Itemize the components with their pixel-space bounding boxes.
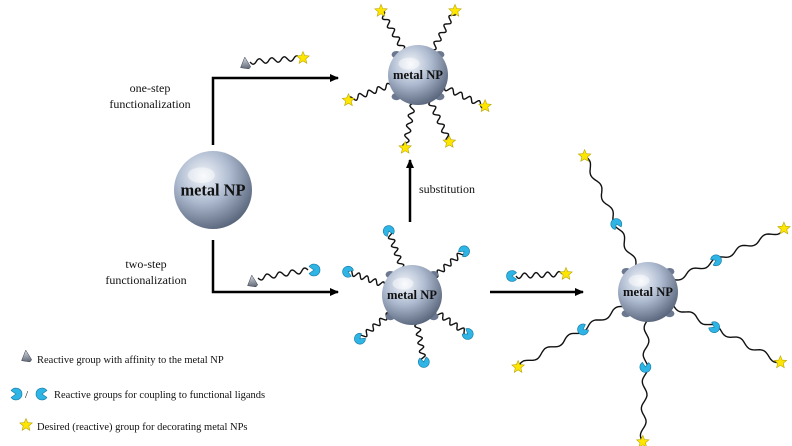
ligand-chain [517, 305, 623, 368]
ligand-chain [433, 251, 466, 278]
ligand-chain [387, 230, 405, 269]
two-step-label-line2: functionalization [105, 273, 186, 287]
legend-coupling-text: Reactive groups for coupling to function… [54, 390, 265, 401]
star-icon [773, 355, 788, 369]
coupling-group-icon [458, 245, 470, 258]
metal-nanoparticle: metal NP [618, 262, 678, 322]
free-ligand-chain [257, 267, 309, 281]
star-icon [398, 140, 413, 154]
ligands-layer [341, 3, 791, 446]
legend-affinity-text: Reactive group with affinity to the meta… [37, 355, 224, 366]
affinity-anchor-icon [21, 349, 32, 363]
metal-nanoparticle: metal NP [174, 151, 252, 229]
affinity-anchor-icon [21, 349, 32, 363]
ligand-chain [432, 10, 457, 51]
star-icon [635, 434, 650, 446]
star-icon [777, 221, 791, 235]
legend-separator: / [25, 389, 29, 401]
two-step-arrow [211, 240, 339, 296]
ligand-chain [434, 311, 469, 336]
coupling-group-icon [418, 356, 430, 368]
star-icon [19, 417, 33, 431]
nanoparticle-label: metal NP [387, 288, 437, 302]
legend-desired-text: Desired (reactive) group for decorating … [37, 422, 248, 433]
coupling-group-icon [708, 321, 721, 333]
coupling-group-icon [577, 323, 589, 336]
star-icon [341, 93, 356, 107]
arrows [211, 74, 584, 296]
ligand-chain [428, 100, 450, 143]
star-group-icon [19, 417, 33, 431]
affinity-anchor-icon [247, 274, 258, 288]
star-icon [559, 266, 573, 280]
ligand-chain [402, 102, 415, 149]
ligand-chain [639, 320, 650, 443]
one-step-label-line1: one-step [130, 81, 171, 95]
coupling-group-icon [639, 361, 652, 373]
star-icon [296, 50, 310, 64]
ligand-chain [347, 82, 392, 101]
coupling-group-icon [382, 225, 395, 237]
coupling-group-icon [354, 332, 366, 345]
ligand-chain [347, 269, 386, 286]
nanoparticle-label: metal NP [393, 68, 443, 82]
nanoparticle-label: metal NP [180, 180, 245, 199]
coupling-group-icon [506, 270, 517, 282]
ligand-chain [674, 228, 785, 281]
star-icon [448, 3, 462, 17]
free-ligands-layer [240, 50, 573, 288]
free-ligand-chain [249, 55, 301, 65]
substitution-label: substitution [419, 182, 475, 196]
coupling-group-icon [35, 387, 48, 401]
coupling-group-icon [710, 254, 722, 267]
one-step-label-line2: functionalization [109, 97, 190, 111]
nanoparticles-layer: metal NP metal NP metal NP metal NP [174, 45, 678, 325]
coupling-group-icon [461, 328, 474, 340]
coupling-group-icon-a [10, 387, 23, 401]
ligand-chain [414, 323, 426, 363]
metal-nanoparticle: metal NP [388, 45, 448, 105]
coupling-group-icon [342, 265, 354, 278]
metal-nanoparticle: metal NP [382, 265, 442, 325]
ligand-chain [380, 10, 406, 51]
star-icon [511, 359, 526, 373]
affinity-anchor-icon [240, 56, 251, 70]
coupling-group-icon [308, 263, 321, 277]
legend: Reactive group with affinity to the meta… [10, 349, 265, 433]
nanoparticle-label: metal NP [623, 285, 673, 299]
ligand-chain [358, 312, 391, 339]
two-step-label-line1: two-step [125, 257, 166, 271]
star-icon [442, 134, 457, 148]
coupling-group-icon [610, 218, 623, 230]
star-icon [374, 3, 388, 17]
coupling-group-icon [10, 387, 23, 401]
coupling-group-icon-b [35, 387, 48, 401]
star-icon [577, 148, 592, 162]
ligand-chain [672, 305, 781, 364]
one-step-arrow [211, 74, 339, 145]
star-icon [478, 99, 492, 113]
free-ligand-chain [515, 270, 563, 280]
ligand-chain [584, 155, 637, 266]
ligand-chain [443, 87, 486, 109]
